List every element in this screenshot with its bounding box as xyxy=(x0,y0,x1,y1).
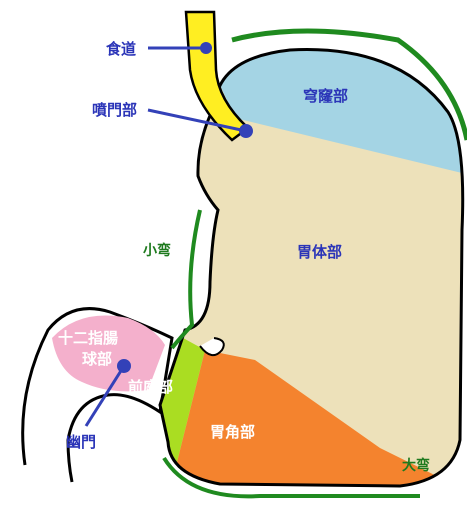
cardia-pointer-dot xyxy=(239,124,253,138)
label-fundus: 穹窿部 xyxy=(303,87,348,105)
pylorus-pointer-dot xyxy=(117,359,131,373)
label-lesser-curvature: 小弯 xyxy=(143,242,171,259)
esophagus-pointer-dot xyxy=(200,42,212,54)
label-esophagus: 食道 xyxy=(106,40,136,58)
label-pylorus: 幽門 xyxy=(66,433,96,451)
label-greater-curvature: 大弯 xyxy=(402,457,430,474)
label-body: 胃体部 xyxy=(297,243,342,261)
label-duodenum-line2: 球部 xyxy=(82,350,112,368)
label-angular: 胃角部 xyxy=(210,423,255,441)
label-cardia: 噴門部 xyxy=(92,101,137,119)
label-duodenum-line1: 十二指腸 xyxy=(58,329,118,347)
label-antrum: 前庭部 xyxy=(128,378,173,396)
